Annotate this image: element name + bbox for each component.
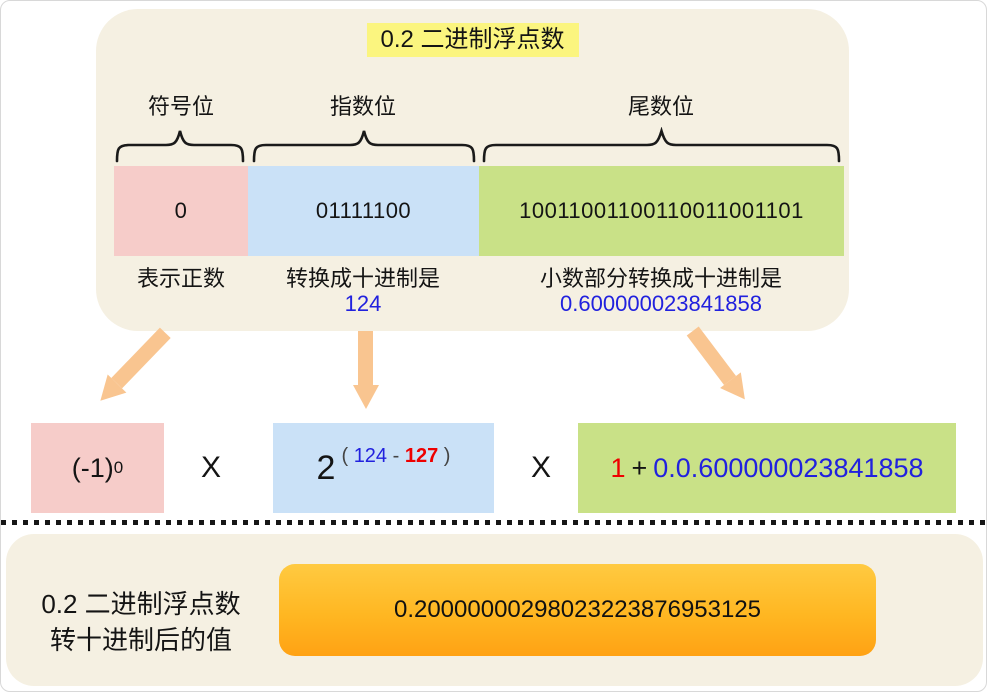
exponent-decimal-value: 124 xyxy=(344,291,382,316)
arrow-shaft xyxy=(687,326,737,385)
sign-brace-icon xyxy=(115,130,245,163)
minus-sign: - xyxy=(392,444,400,467)
result-label-line1: 0.2 二进制浮点数 xyxy=(41,589,241,619)
open-paren: ( xyxy=(341,444,349,467)
result-value: 0.20000000298023223876953125 xyxy=(393,596,762,623)
exponent-term-power: ( 124 - 127 ) xyxy=(341,445,450,468)
sign-term-base: (-1) xyxy=(71,452,114,483)
exponent-term-base: 2 xyxy=(316,448,336,487)
result-value-box: 0.20000000298023223876953125 xyxy=(279,564,876,656)
sign-bit-value: 0 xyxy=(114,166,248,256)
close-paren: ) xyxy=(443,444,451,467)
exponent-term-box: 2( 124 - 127 ) xyxy=(273,423,494,513)
mantissa-bits-value: 10011001100110011001101 xyxy=(479,166,844,256)
exponent-bits-label: 指数位 xyxy=(329,94,397,119)
mantissa-term-box: 1+0.0.600000023841858 xyxy=(578,423,956,513)
binary-representation-panel: 0.2 二进制浮点数 符号位 指数位 尾数位 0 01111100 100110… xyxy=(96,9,849,331)
bias-constant: 127 xyxy=(404,444,439,467)
arrow-head xyxy=(353,385,379,409)
multiply-sign-2: X xyxy=(530,451,551,484)
dotted-separator xyxy=(1,520,986,525)
arrow-shaft xyxy=(358,331,374,385)
result-label-line2: 转十进制后的值 xyxy=(49,625,232,655)
mantissa-bits-label: 尾数位 xyxy=(627,94,695,119)
biased-exponent: 124 xyxy=(353,444,388,467)
mantissa-caption: 小数部分转换成十进制是 xyxy=(539,266,783,291)
sign-arrow-icon xyxy=(90,324,175,410)
exponent-caption: 转换成十进制是 xyxy=(285,266,441,291)
arrow-shaft xyxy=(111,327,172,389)
fraction-value: 0.0.600000023841858 xyxy=(653,452,924,483)
implicit-one: 1 xyxy=(610,452,626,483)
result-panel: 0.2 二进制浮点数 转十进制后的值 0.2000000029802322387… xyxy=(6,534,983,686)
sign-bit-label: 符号位 xyxy=(147,94,215,119)
mantissa-arrow-icon xyxy=(683,323,756,408)
sign-caption: 表示正数 xyxy=(136,266,226,291)
result-label: 0.2 二进制浮点数 转十进制后的值 xyxy=(26,586,256,658)
plus-sign: + xyxy=(631,452,648,483)
exponent-arrow-icon xyxy=(353,331,379,409)
multiply-sign-1: X xyxy=(200,451,221,484)
sign-term-box: (-1)0 xyxy=(31,423,164,513)
exponent-bits-value: 01111100 xyxy=(248,166,479,256)
mantissa-decimal-value: 0.600000023841858 xyxy=(560,291,762,316)
mantissa-brace-icon xyxy=(482,127,841,163)
exponent-brace-icon xyxy=(252,130,476,163)
panel-title: 0.2 二进制浮点数 xyxy=(366,23,579,57)
